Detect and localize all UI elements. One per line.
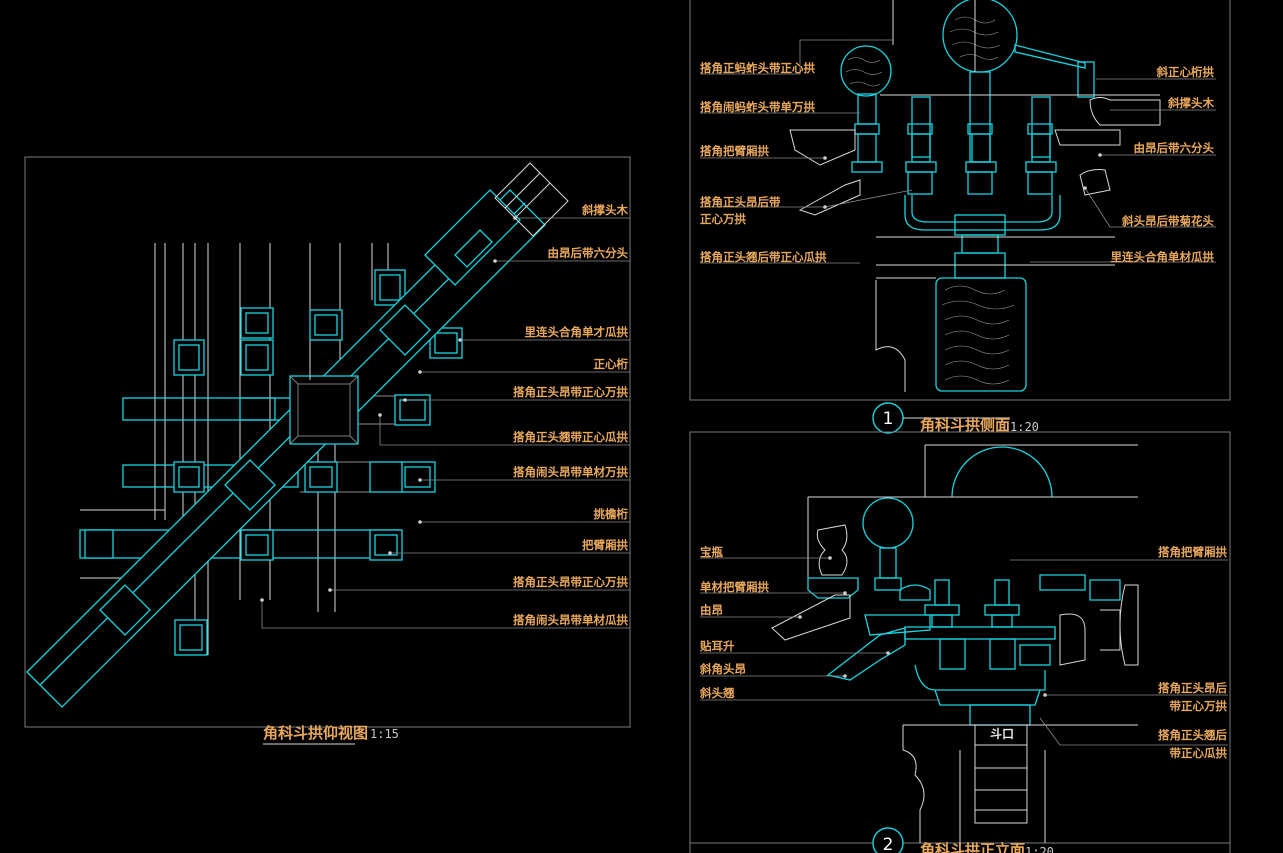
plan-diagonal-beam <box>26 162 569 708</box>
center-post <box>969 71 991 163</box>
front-dou <box>969 704 1031 726</box>
plan-label: 里连头合角单才瓜拱 <box>525 325 629 339</box>
front-elevation-frame <box>689 431 1231 853</box>
front-elevation-number: 2 <box>883 835 894 853</box>
plan-view-frame <box>24 156 631 728</box>
front-label: 搭角正头翘后 <box>1158 728 1227 742</box>
front-center-label: 斗口 <box>990 727 1014 741</box>
side-label: 正心万拱 <box>700 212 746 226</box>
plan-view-scale: 1:15 <box>370 727 399 741</box>
precious-vase <box>816 524 848 576</box>
front-bracket-rows <box>899 574 1139 726</box>
plan-label: 由昂后带六分头 <box>548 246 629 260</box>
front-leaders <box>700 556 1228 746</box>
front-elevation-title: 角科斗拱正立面 <box>920 841 1025 853</box>
plan-view-title: 角科斗拱仰视图 <box>263 724 368 742</box>
plan-label: 把臂厢拱 <box>582 538 628 552</box>
side-bracket-stack <box>851 123 1061 279</box>
plan-bracket-blocks <box>84 269 463 656</box>
plan-labels: 斜撑头木 由昂后带六分头 里连头合角单才瓜拱 正心桁 搭角正头昂带正心万拱 搭角… <box>513 203 628 627</box>
side-label: 搭角把臂厢拱 <box>700 144 769 158</box>
side-section-title: 角科斗拱侧面 <box>920 416 1010 434</box>
side-label: 斜头昂后带菊花头 <box>1121 214 1214 228</box>
plan-label: 搭角闹头昂带单材万拱 <box>513 465 628 479</box>
side-label: 斜正心桁拱 <box>1156 65 1215 79</box>
plan-center-block <box>289 375 359 445</box>
side-labels: 搭角正蚂蚱头带正心拱 搭角闹蚂蚱头带单万拱 搭角把臂厢拱 搭角正头昂后带 正心万… <box>700 61 1214 264</box>
purlin-small <box>840 45 892 97</box>
plan-label: 正心桁 <box>594 357 629 371</box>
purlin-large <box>942 0 1018 73</box>
side-leaders <box>700 39 1216 264</box>
front-label: 带正心万拱 <box>1170 699 1228 713</box>
side-section-frame <box>689 0 1231 401</box>
front-label: 由昂 <box>700 603 723 617</box>
front-labels: 宝瓶 单材把臂厢拱 由昂 贴耳升 斜角头昂 斜头翘 搭角把臂厢拱 搭角正头昂后 … <box>699 545 1227 760</box>
plan-label: 搭角正头昂带正心万拱 <box>513 385 628 399</box>
plan-view: 斜撑头木 由昂后带六分头 里连头合角单才瓜拱 正心桁 搭角正头昂带正心万拱 搭角… <box>24 156 631 745</box>
front-label: 搭角正头昂后 <box>1158 681 1227 695</box>
side-section-scale: 1:20 <box>1010 420 1039 434</box>
plan-label: 挑檐桁 <box>594 507 629 521</box>
front-elevation: 斗口 宝瓶 单材把臂厢拱 由昂 贴耳升 斜角头昂 斜头翘 <box>689 431 1231 853</box>
plan-label: 搭角正头翘带正心瓜拱 <box>513 430 628 444</box>
side-label: 搭角闹蚂蚱头带单万拱 <box>700 100 815 114</box>
front-label: 搭角把臂厢拱 <box>1158 545 1227 559</box>
front-label: 带正心瓜拱 <box>1170 746 1228 760</box>
side-label: 由昂后带六分头 <box>1134 141 1215 155</box>
front-label: 单材把臂厢拱 <box>700 580 769 594</box>
elevation-number-circle <box>872 827 904 853</box>
front-elevation-scale: 1:20 <box>1025 845 1054 853</box>
side-label: 搭角正头翘后带正心瓜拱 <box>700 250 827 264</box>
front-small-purlin <box>862 497 914 549</box>
front-label: 宝瓶 <box>700 545 723 559</box>
front-label: 斜头翘 <box>699 686 735 700</box>
plan-label: 斜撑头木 <box>581 203 628 217</box>
side-label: 斜撑头木 <box>1167 96 1214 110</box>
side-label: 搭角正蚂蚱头带正心拱 <box>700 61 815 75</box>
side-section-number: 1 <box>883 409 894 429</box>
side-section: 搭角正蚂蚱头带正心拱 搭角闹蚂蚱头带单万拱 搭角把臂厢拱 搭角正头昂后带 正心万… <box>689 0 1231 434</box>
side-label: 搭角正头昂后带 <box>700 195 781 209</box>
front-purlin <box>951 446 1053 498</box>
plan-label: 搭角正头昂带正心万拱 <box>513 575 628 589</box>
side-label: 里连头合角单材瓜拱 <box>1111 250 1215 264</box>
plan-label: 搭角闹头昂带单材瓜拱 <box>513 613 628 627</box>
front-label: 贴耳升 <box>699 639 735 653</box>
plan-leaders <box>260 216 630 629</box>
side-column-beam <box>935 277 1027 392</box>
front-label: 斜角头昂 <box>699 662 746 676</box>
